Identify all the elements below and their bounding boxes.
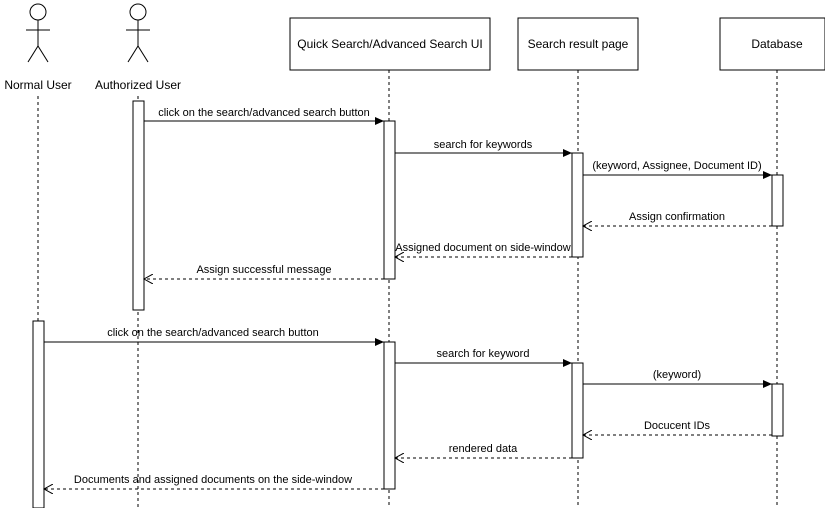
authorized-user-activation	[132, 100, 145, 311]
msg-auth-assigned-label: Assigned document on side-window	[395, 242, 571, 254]
activation-bars	[32, 100, 784, 508]
database-participant-box	[719, 17, 825, 71]
msg-normal-search-label: search for keyword	[437, 348, 530, 360]
msg-normal-documents-label: Documents and assigned documents on the …	[74, 474, 352, 486]
msg-normal-query-label: (keyword)	[653, 369, 701, 381]
ui-activation-2	[383, 341, 396, 490]
msg-auth-confirm-label: Assign confirmation	[629, 211, 725, 223]
msg-auth-query-label: (keyword, Assignee, Document ID)	[592, 160, 761, 172]
msg-auth-success-label: Assign successful message	[196, 264, 331, 276]
normal-user-label: Normal User	[4, 78, 71, 92]
ui-participant-label: Quick Search/Advanced Search UI	[297, 37, 482, 51]
msg-normal-ids-label: Docucent IDs	[644, 420, 711, 432]
results-activation-1	[571, 152, 584, 258]
database-activation-2	[771, 383, 784, 437]
msg-auth-search-label: search for keywords	[434, 139, 533, 151]
database-participant-label: Database	[751, 37, 803, 51]
database-activation-1	[771, 174, 784, 227]
msg-normal-rendered-label: rendered data	[449, 443, 518, 455]
msg-normal-click-label: click on the search/advanced search butt…	[107, 327, 319, 339]
msg-auth-click-label: click on the search/advanced search butt…	[158, 107, 370, 119]
normal-user-activation	[32, 320, 45, 508]
ui-participant-box	[289, 17, 491, 71]
results-participant-label: Search result page	[528, 37, 629, 51]
lifelines	[37, 70, 778, 508]
authorized-user-head	[129, 3, 147, 21]
normal-user-actor	[26, 3, 50, 63]
authorized-user-actor	[126, 3, 150, 63]
authorized-user-label: Authorized User	[95, 78, 181, 92]
results-activation-2	[571, 362, 584, 459]
normal-user-head	[29, 3, 47, 21]
ui-activation-1	[383, 120, 396, 280]
